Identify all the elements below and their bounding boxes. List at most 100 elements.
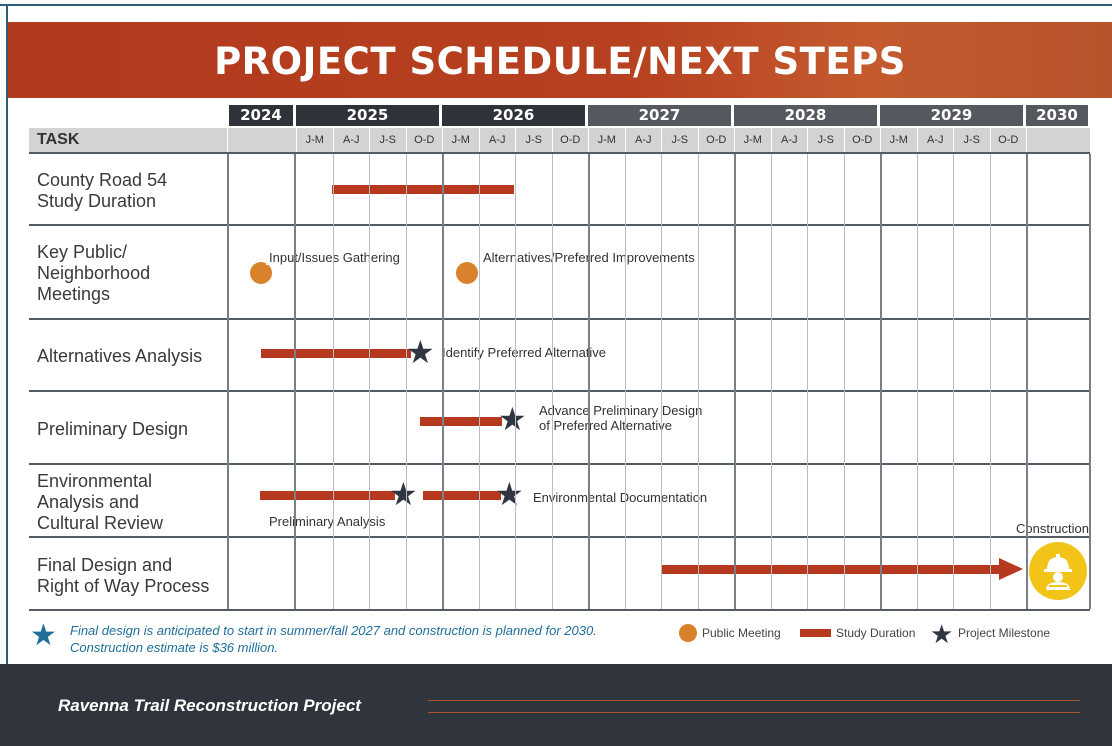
task-label-final-design: Final Design and Right of Way Process [37, 555, 210, 596]
task-column-header: TASK [29, 128, 227, 152]
quarter-label: A-J [770, 128, 807, 152]
grid-line [844, 154, 845, 609]
quarter-label: J-S [369, 128, 406, 152]
grid-line [734, 154, 736, 609]
legend-project-milestone-label: Project Milestone [958, 626, 1051, 640]
grid-line [880, 154, 882, 609]
grid-line [1089, 154, 1091, 609]
legend-study-duration-label: Study Duration [836, 626, 916, 640]
legend-public-meeting-dot [679, 624, 697, 642]
environmental-documentation-bar [423, 491, 501, 500]
quarter-label: A-J [332, 128, 369, 152]
year-2027: 2027 [588, 105, 731, 126]
construction-worker-icon [1029, 542, 1087, 600]
footer-decor-line [428, 712, 1080, 713]
left-border [6, 4, 8, 664]
public-meeting-dot [456, 262, 478, 284]
preliminary-analysis-bar [260, 491, 395, 500]
star-icon: ★ [389, 475, 418, 513]
grid-line [369, 154, 370, 609]
quarter-label: A-J [478, 128, 515, 152]
identify-preferred-label: Identify Preferred Alternative [439, 345, 610, 360]
quarter-label: O-D [989, 128, 1026, 152]
star-icon: ★ [30, 618, 57, 653]
study-duration-bar [332, 185, 514, 194]
preliminary-design-bar [420, 417, 502, 426]
row-separator [29, 463, 1090, 465]
row-separator [29, 609, 1090, 611]
task-label-public-meetings: Key Public/ Neighborhood Meetings [37, 242, 151, 304]
row-separator [29, 536, 1090, 538]
legend-public-meeting-label: Public Meeting [702, 626, 781, 640]
grid-line [552, 154, 553, 609]
grid-line [917, 154, 918, 609]
grid-line [479, 154, 480, 609]
quarter-label: J-S [953, 128, 990, 152]
grid-line [771, 154, 772, 609]
advance-preliminary-label: Advance Preliminary Design of Preferred … [536, 403, 706, 433]
alternatives-analysis-bar [261, 349, 411, 358]
task-label-preliminary-design: Preliminary Design [37, 419, 189, 439]
footer-decor-line [428, 700, 1080, 701]
quarter-label: A-J [624, 128, 661, 152]
construction-worker-icon-svg [1044, 554, 1072, 590]
grid-line [442, 154, 444, 609]
grid-line [294, 154, 296, 609]
grid-line [515, 154, 516, 609]
grid-line [333, 154, 334, 609]
grid-line [588, 154, 590, 609]
construction-label: Construction [1013, 521, 1092, 536]
task-label-alternatives-analysis: Alternatives Analysis [37, 346, 203, 366]
quarter-label: O-D [405, 128, 442, 152]
legend-study-duration-bar [800, 629, 831, 637]
star-icon: ★ [498, 400, 527, 438]
quarter-cell-2024 [227, 128, 296, 152]
grid-line [807, 154, 808, 609]
quarter-label: J-M [442, 128, 479, 152]
task-label-study-duration: County Road 54 Study Duration [37, 170, 168, 211]
grid-line [406, 154, 407, 609]
quarter-label: O-D [551, 128, 588, 152]
task-label-environmental: Environmental Analysis and Cultural Revi… [37, 471, 164, 533]
year-2026: 2026 [442, 105, 585, 126]
grid-line [227, 154, 229, 609]
arrow-head-icon [999, 558, 1023, 580]
quarter-label: O-D [697, 128, 734, 152]
preliminary-analysis-label: Preliminary Analysis [266, 514, 389, 529]
quarter-label: O-D [843, 128, 880, 152]
quarter-label: J-S [807, 128, 844, 152]
year-2024: 2024 [229, 105, 293, 126]
year-2028: 2028 [734, 105, 877, 126]
row-separator [29, 152, 1090, 154]
public-meeting-dot [250, 262, 272, 284]
schedule-footnote: Final design is anticipated to start in … [70, 623, 597, 655]
quarter-label: J-M [880, 128, 917, 152]
year-2029: 2029 [880, 105, 1023, 126]
star-icon: ★ [495, 475, 524, 513]
grid-line [990, 154, 991, 609]
star-icon: ★ [406, 333, 435, 371]
star-icon: ★ [930, 620, 954, 650]
title-banner: PROJECT SCHEDULE/NEXT STEPS [8, 22, 1112, 98]
grid-line [661, 154, 662, 609]
row-separator [29, 318, 1090, 320]
quarter-label: J-M [734, 128, 771, 152]
top-border [0, 4, 1112, 6]
environmental-documentation-label: Environmental Documentation [530, 490, 711, 505]
grid-line [1026, 154, 1028, 609]
footer-bar: Ravenna Trail Reconstruction Project [0, 664, 1112, 746]
row-separator [29, 224, 1090, 226]
grid-line [625, 154, 626, 609]
project-name: Ravenna Trail Reconstruction Project [58, 696, 361, 715]
input-issues-label: Input/Issues Gathering [266, 250, 403, 265]
year-2030: 2030 [1026, 105, 1088, 126]
page-title: PROJECT SCHEDULE/NEXT STEPS [214, 40, 906, 83]
quarter-cell-2030 [1026, 128, 1090, 152]
row-separator [29, 390, 1090, 392]
year-2025: 2025 [296, 105, 439, 126]
grid-line [953, 154, 954, 609]
quarter-label: J-M [296, 128, 333, 152]
final-design-bar [661, 565, 1001, 574]
quarter-label: J-S [661, 128, 698, 152]
